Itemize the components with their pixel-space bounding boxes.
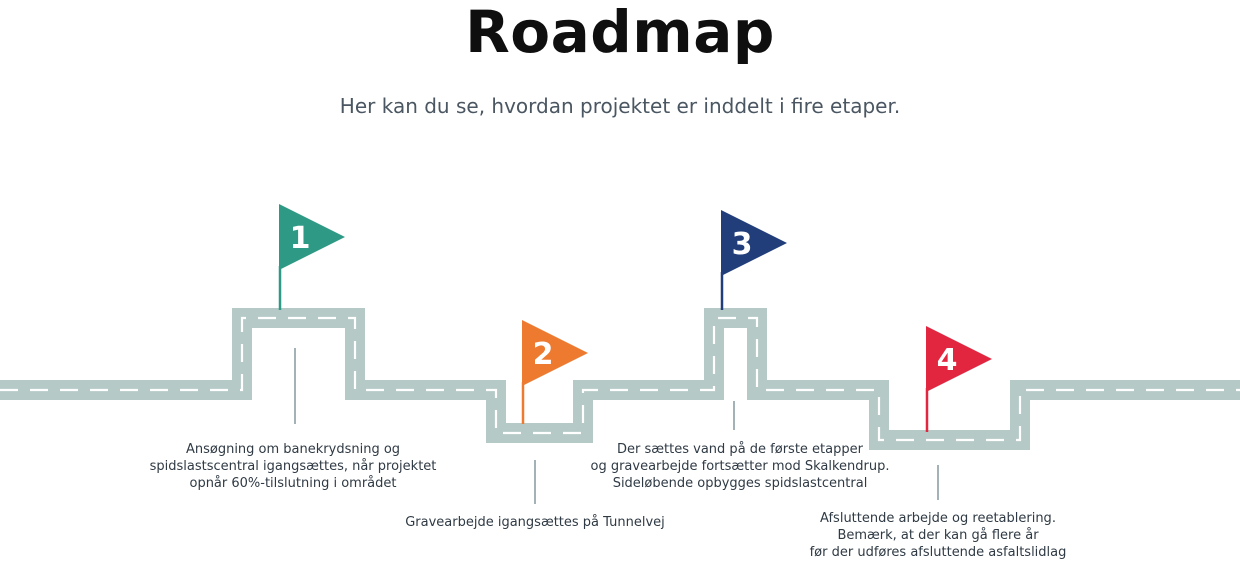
caption-line: Ansøgning om banekrydsning og [185, 442, 401, 457]
road-lane-markings [0, 316, 1240, 442]
flag-pennant [279, 204, 345, 270]
flag-pennant [926, 326, 992, 392]
caption-line: og gravearbejde fortsætter mod Skalkendr… [590, 459, 890, 474]
milestone-flag-4: 4 [925, 326, 992, 432]
caption-line: spidslastscentral igangsættes, når proje… [149, 459, 437, 474]
caption-line: opnår 60%-tilslutning i området [189, 476, 397, 491]
milestone-caption-2: Gravearbejde igangsættes på Tunnelvej [345, 514, 725, 531]
milestone-caption-3: Der sættes vand på de første etapper og … [550, 441, 930, 492]
caption-line: Gravearbejde igangsættes på Tunnelvej [405, 515, 665, 530]
flag-number: 4 [937, 343, 958, 378]
milestone-flag-2: 2 [521, 320, 588, 424]
caption-line: før der udføres afsluttende asfaltslidla… [809, 545, 1067, 560]
page-subtitle: Her kan du se, hvordan projektet er indd… [339, 94, 901, 118]
flag-pennant [721, 210, 787, 276]
flag-number: 1 [290, 221, 311, 256]
milestone-caption-1: Ansøgning om banekrydsning og spidslasts… [113, 441, 473, 492]
page-title: Roadmap [465, 0, 775, 66]
road [0, 308, 1240, 450]
caption-line: Der sættes vand på de første etapper [617, 442, 863, 457]
flag-number: 2 [533, 337, 554, 372]
caption-line: Afsluttende arbejde og reetablering. [820, 511, 1056, 526]
caption-line: Bemærk, at der kan gå flere år [837, 528, 1039, 543]
caption-line: Sideløbende opbygges spidslastcentral [612, 476, 868, 491]
milestone-caption-4: Afsluttende arbejde og reetablering. Bem… [758, 510, 1118, 561]
flag-number: 3 [732, 227, 753, 262]
milestone-flag-3: 3 [720, 210, 787, 310]
milestone-flag-1: 1 [278, 204, 345, 310]
flag-pennant [522, 320, 588, 386]
